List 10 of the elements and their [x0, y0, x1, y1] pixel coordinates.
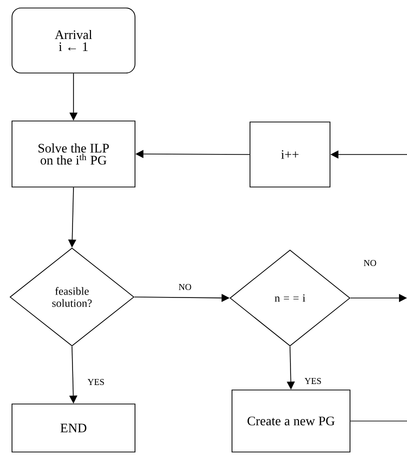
edge-label: NO [178, 282, 192, 292]
process-box: Create a new PG [232, 390, 350, 452]
start-box: Arrival i ← 1 [12, 8, 136, 74]
process-box: Solve the ILP on the i$^{th}$ PG [12, 120, 136, 188]
connector-line [350, 420, 407, 422]
process-box: END [12, 404, 136, 452]
process-box: i++ [250, 122, 330, 188]
edge-label: YES [86, 378, 106, 386]
edge-label: NO [362, 258, 378, 268]
edge-label: YES [304, 376, 322, 386]
